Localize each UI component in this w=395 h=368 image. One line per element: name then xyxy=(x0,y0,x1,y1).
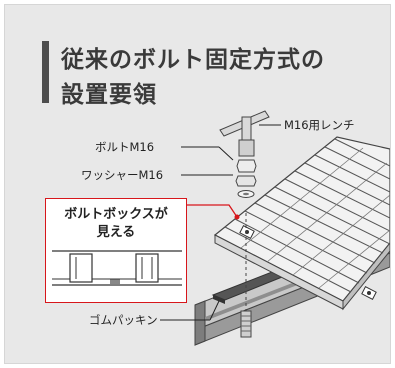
installation-illustration xyxy=(160,110,390,346)
title-accent-bar xyxy=(42,41,49,103)
wrench-label: M16用レンチ xyxy=(284,118,355,132)
t-wrench xyxy=(219,110,270,157)
title-line-1: 従来のボルト固定方式の xyxy=(61,47,325,73)
rubber-packing-label: ゴムパッキン xyxy=(89,313,158,327)
bolt-label: ボルトM16 xyxy=(95,140,155,154)
callout-line-1: ボルトボックスが xyxy=(64,207,168,222)
bolt-box-crosssection xyxy=(52,250,182,286)
lower-bolt-thread xyxy=(240,310,252,338)
washer-label: ワッシャーM16 xyxy=(81,168,164,182)
washer xyxy=(235,175,257,198)
bolt-box-callout: ボルトボックスが 見える xyxy=(45,198,187,303)
callout-line-2: 見える xyxy=(96,225,136,240)
callout-pointer xyxy=(187,204,240,220)
leader-lines xyxy=(160,124,281,321)
diagram-panel: 従来のボルト固定方式の 設置要領 M16用レンチ ボルトM16 ワッシャーM16… xyxy=(4,4,391,364)
title-line-2: 設置要領 xyxy=(61,82,157,108)
bolt-head xyxy=(236,159,257,173)
grating-panel xyxy=(213,136,390,311)
